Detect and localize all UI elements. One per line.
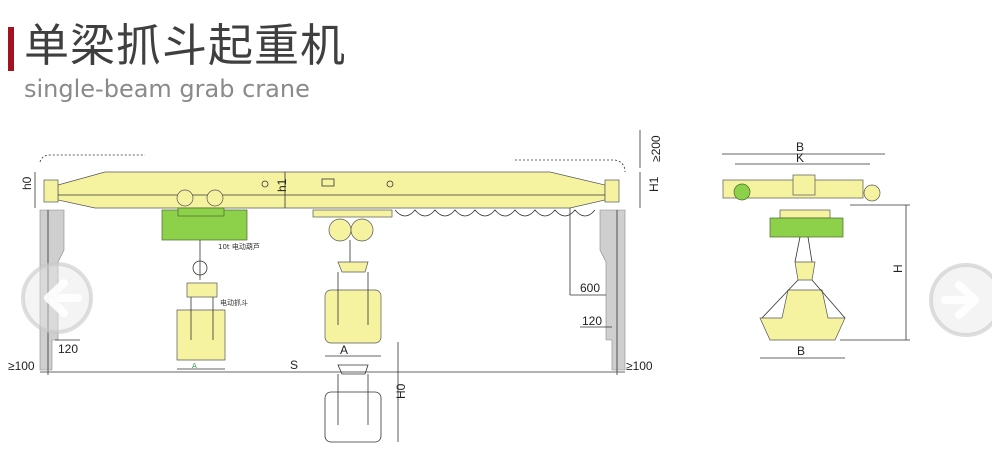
dim-h0: h0	[20, 176, 34, 190]
dim-H: H	[891, 264, 905, 273]
dim-span-S: S	[290, 358, 298, 372]
hoist-label: 10t 电动葫芦	[218, 242, 260, 251]
dim-B-bottom: B	[797, 344, 805, 358]
electric-grab-lowered	[324, 364, 382, 443]
right-column	[599, 209, 626, 375]
electric-hoist	[161, 189, 248, 280]
dim-A-small: A	[192, 362, 197, 370]
arrow-right-icon	[941, 281, 979, 319]
arrow-left-icon	[44, 279, 82, 317]
dim-H1: H1	[647, 176, 661, 192]
page-subtitle: single-beam grab crane	[24, 75, 310, 103]
electric-grab-left	[176, 282, 226, 361]
dim-ge200: ≥200	[649, 135, 663, 162]
page-title: 单梁抓斗起重机	[24, 19, 347, 72]
electric-grab-raised	[324, 261, 382, 344]
dim-right-120: 120	[582, 314, 602, 328]
dim-B-top: B	[796, 140, 804, 154]
dim-K: K	[796, 151, 804, 165]
main-beam	[43, 171, 620, 217]
dim-right-clearance: ≥100	[626, 359, 653, 373]
trolley-middle	[312, 209, 393, 265]
dim-left-120: 120	[58, 342, 78, 356]
dim-600: 600	[580, 281, 600, 295]
carousel-next-button[interactable]	[929, 263, 992, 337]
carousel-prev-button[interactable]	[21, 262, 93, 334]
dim-left-clearance: ≥100	[8, 359, 35, 373]
ceiling-left	[39, 154, 626, 173]
dim-h1: h1	[275, 178, 289, 192]
grab-label: 电动抓斗	[220, 298, 248, 307]
dim-H0: H0	[394, 383, 408, 399]
title-accent-bar	[8, 27, 14, 71]
side-view	[722, 153, 910, 359]
dim-A: A	[340, 343, 348, 357]
